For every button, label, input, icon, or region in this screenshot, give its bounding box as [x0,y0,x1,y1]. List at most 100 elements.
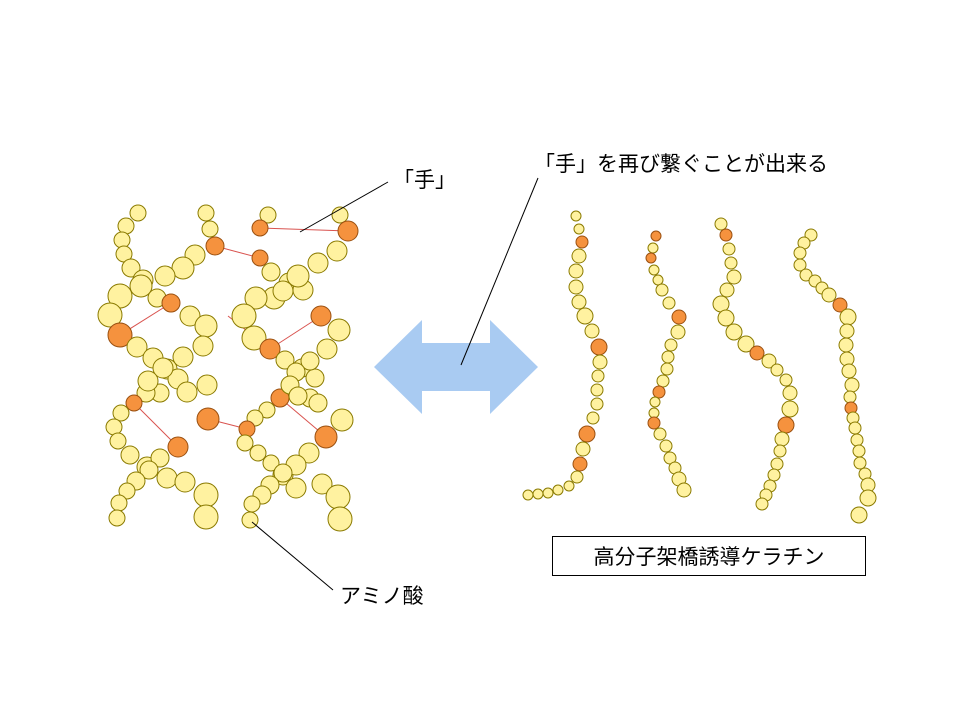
chain-c-bead [231,303,257,329]
chain-b-bead [118,482,136,500]
chain-e-link-bead [575,235,589,249]
chain-f-bead [676,482,692,498]
chain-g-bead [725,323,743,341]
chain-b-bead [110,494,128,512]
chain-e-bead [576,307,594,325]
double-arrow-icon [374,320,538,414]
chain-g-bead [755,497,769,511]
crosslinked-keratin-chains [97,204,359,532]
chain-c-link-bead [251,219,269,237]
chain-f-link-bead [645,252,657,264]
label-amino-acid: アミノ酸 [340,584,424,608]
chain-b-bead [108,509,126,527]
chain-e-bead [532,488,544,500]
chain-g-bead [770,457,784,471]
chain-b-bead [172,346,194,368]
chain-b-bead [179,305,201,327]
chain-g-bead [717,309,735,327]
chain-f-bead [647,242,659,254]
chain-e-bead [573,223,585,235]
chain-b-bead [152,357,174,379]
chain-e-bead [570,470,584,484]
chain-d-bead [307,252,329,274]
chain-a-bead [120,445,140,465]
chain-g-bead [719,282,735,298]
chain-c-bead [261,262,281,282]
chain-h-bead [850,433,864,447]
chain-c-bead [259,206,277,224]
chain-c-bead [244,286,268,310]
chain-e-bead [590,397,604,411]
chain-g-bead [773,444,787,458]
chain-c-bead [305,368,325,388]
chain-c-bead [285,477,307,499]
chain-a-bead [97,302,123,328]
chain-e-link-bead [590,338,608,356]
chain-e-link-bead [572,456,588,472]
chain-g-bead [781,400,799,418]
chain-c-bead [262,454,280,472]
chain-h-bead [841,363,857,379]
chain-e-bead [571,248,587,264]
chain-e-bead [522,489,534,501]
chain-f-bead [662,296,676,310]
chain-h-bead [843,390,857,404]
chain-f-bead [659,439,673,453]
chain-b-bead [137,370,159,392]
chain-f-link-bead [652,385,666,399]
chain-b-bead [139,460,159,480]
chain-f-bead [649,396,661,408]
chain-c-bead [241,325,267,351]
chain-e-bead [591,369,605,383]
chain-b-bead [197,204,215,222]
chain-a-bead [109,432,127,450]
chain-f-bead [648,264,660,276]
chain-g-bead [722,242,736,256]
chain-d-link-bead [314,425,338,449]
chain-a-bead [176,381,198,403]
chain-b-bead [154,265,176,287]
chain-d-bead [326,240,348,262]
chain-c-link-bead [259,338,281,360]
chain-f-bead [652,274,664,286]
chain-h-bead [850,506,868,524]
chain-g-bead [774,431,790,447]
chain-h-bead [838,337,854,353]
separated-keratin-chains [522,210,877,524]
chain-d-link-bead [310,305,332,327]
chain-d-bead [308,393,328,413]
chain-e-bead [542,487,554,499]
chain-d-link-bead [337,220,359,242]
chain-g-bead [724,256,738,270]
chain-d-bead [330,408,354,432]
chain-a-link-bead [107,322,133,348]
chain-h-bead [821,287,837,303]
chain-b-bead [194,314,218,338]
chain-b-bead [171,256,195,280]
chain-g-link-bead [777,416,795,434]
chain-a-bead [156,467,178,489]
chain-b-bead [150,448,170,468]
chain-a-bead [129,204,147,222]
chain-e-bead [584,323,600,339]
chain-g-bead [779,373,793,387]
chain-f-bead [664,338,678,352]
chain-b-bead [129,274,153,298]
chain-h-bead [852,444,866,458]
chain-a-bead [117,217,135,235]
chain-d-bead [273,463,293,483]
chain-g-link-bead [749,345,765,361]
chain-c-bead [236,434,254,452]
chain-c-bead [325,484,351,510]
label-hand: 「手」 [393,168,456,192]
chain-h-bead [839,323,855,339]
chain-d-bead [298,442,320,464]
chain-b-link-bead [167,436,189,458]
chain-e-bead [586,411,600,425]
chain-a-bead [105,418,123,436]
chain-g-bead [726,269,742,285]
chain-d-bead [300,351,320,371]
leader-line-amino [251,521,334,591]
chain-h-bead [839,308,857,326]
